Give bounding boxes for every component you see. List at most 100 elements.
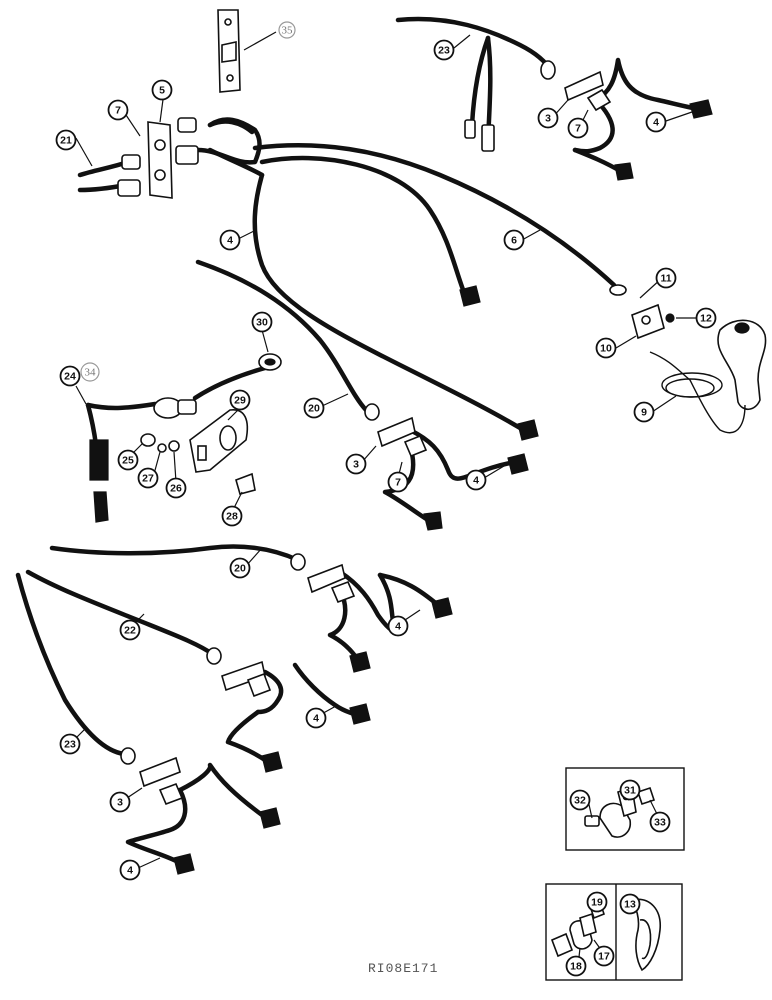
callout-circle [165,477,187,499]
callout-circle [59,733,81,755]
callout-number: 34 [85,367,97,379]
callout-number: 7 [395,477,401,489]
callout-number: 21 [60,135,72,147]
callout-number: 20 [234,563,246,575]
callout-number: 4 [653,117,659,129]
figure-reference-code: RI08E171 [368,961,438,976]
callout-circle [303,397,325,419]
callout-number: 27 [142,473,154,485]
inset-box-clips [545,883,683,981]
callout-23: 23 [59,733,81,755]
connector-plate-3-middle [364,403,529,531]
connector-plate-lower-20 [290,553,453,673]
callout-circle [565,955,587,977]
callout-number: 5 [159,85,165,97]
callout-circle [655,267,677,289]
callout-circle [345,453,367,475]
callout-35: 35 [278,21,296,39]
callout-number: 4 [395,621,401,633]
callout-9: 9 [633,401,655,423]
callout-3: 3 [345,453,367,475]
callout-number: 7 [575,123,581,135]
wire-harnesses [15,16,707,865]
callout-circle [278,21,296,39]
callout-number: 18 [570,961,582,973]
callout-number: 26 [170,483,182,495]
callout-17: 17 [593,945,615,967]
callout-number: 12 [700,313,712,325]
callout-20: 20 [229,557,251,579]
callout-number: 33 [654,817,666,829]
callout-number: 9 [641,407,647,419]
callout-circle [593,945,615,967]
callout-number: 4 [313,713,319,725]
callout-4: 4 [119,859,141,881]
callout-circle [151,79,173,101]
callout-circle [251,311,273,333]
callout-circle [219,229,241,251]
callout-number: 19 [591,897,603,909]
callout-6: 6 [503,229,525,251]
connector-24 [89,397,197,523]
callout-number: 29 [234,395,246,407]
callout-4: 4 [305,707,327,729]
callout-31: 31 [619,779,641,801]
callout-22: 22 [119,619,141,641]
callout-number: 30 [256,317,268,329]
callout-circle [80,362,100,382]
callout-7: 7 [387,471,409,493]
callout-11: 11 [655,267,677,289]
connector-plate-5 [117,117,199,199]
callout-19: 19 [586,891,608,913]
callout-25: 25 [117,449,139,471]
callout-circle [119,619,141,641]
callout-circle [645,111,667,133]
callout-7: 7 [107,99,129,121]
callout-34: 34 [80,362,100,382]
harness-connectors [459,284,627,441]
callout-number: 31 [624,785,636,797]
callout-circle [433,39,455,61]
callout-circle [586,891,608,913]
callout-26: 26 [165,477,187,499]
callout-circle [107,99,129,121]
callout-10: 10 [595,337,617,359]
callout-4: 4 [465,469,487,491]
bracket-35 [217,9,241,93]
callout-27: 27 [137,467,159,489]
callout-4: 4 [387,615,409,637]
callout-number: 24 [64,371,76,383]
callout-number: 10 [600,343,612,355]
callout-7: 7 [567,117,589,139]
callout-21: 21 [55,129,77,151]
callout-number: 25 [122,455,134,467]
callout-circle [137,467,159,489]
callout-13: 13 [619,893,641,915]
grommet-30 [258,353,282,371]
callout-circle [59,365,81,387]
callout-circle [465,469,487,491]
callout-circle [695,307,717,329]
callout-5: 5 [151,79,173,101]
connector-plate-lower-22 [206,647,371,773]
connector-plate-lower-23 [120,747,281,875]
callout-circle [387,615,409,637]
callout-circle [229,389,251,411]
callout-number: 20 [308,403,320,415]
callout-circle [117,449,139,471]
callout-circle [567,117,589,139]
callout-circle [569,789,591,811]
callout-circle [633,401,655,423]
callout-number: 4 [127,865,133,877]
callout-circle [221,505,243,527]
callout-number: 35 [282,25,294,37]
callout-4: 4 [645,111,667,133]
callout-30: 30 [251,311,273,333]
callout-number: 23 [438,45,450,57]
callout-number: 6 [511,235,517,247]
callout-32: 32 [569,789,591,811]
callout-circle [503,229,525,251]
callout-24: 24 [59,365,81,387]
callout-circle [229,557,251,579]
